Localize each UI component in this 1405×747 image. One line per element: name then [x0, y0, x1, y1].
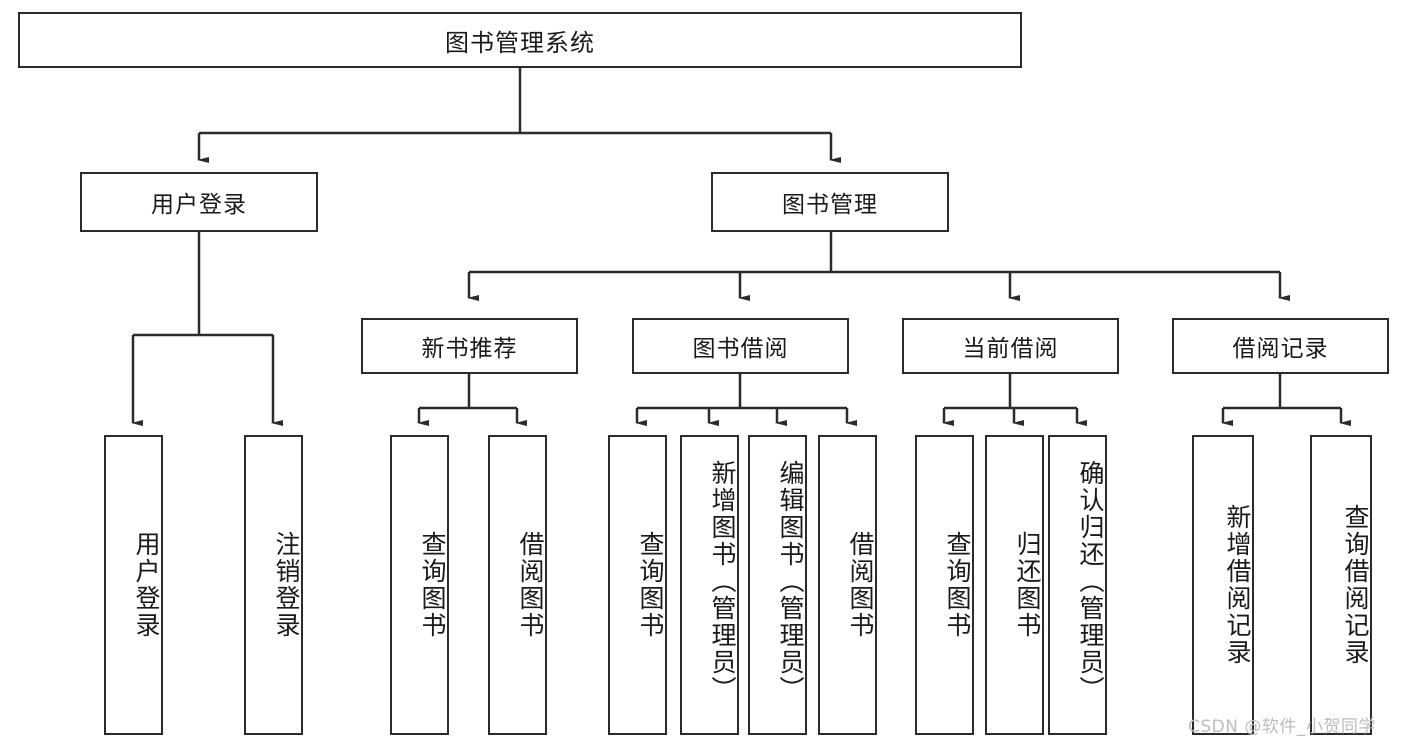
- node-new-book-recommend[interactable]: 新书推荐: [361, 318, 578, 374]
- node-leaf-confirm-return-admin[interactable]: 确认归还（管理员）: [1048, 435, 1107, 735]
- node-root-book-management-system[interactable]: 图书管理系统: [18, 12, 1022, 68]
- node-book-borrow[interactable]: 图书借阅: [632, 318, 849, 374]
- node-leaf-user-logout[interactable]: 注销登录: [244, 435, 303, 735]
- node-label: 图书借阅: [692, 336, 789, 362]
- node-label: 借阅记录: [1232, 336, 1329, 362]
- node-leaf-borrow-book-borrow[interactable]: 借阅图书: [818, 435, 877, 735]
- node-leaf-query-book-recommend[interactable]: 查询图书: [390, 435, 449, 735]
- node-leaf-query-book-current[interactable]: 查询图书: [915, 435, 974, 735]
- node-leaf-query-borrow-record[interactable]: 查询借阅记录: [1310, 435, 1372, 735]
- node-leaf-return-book[interactable]: 归还图书: [985, 435, 1044, 735]
- node-label: 用户登录: [151, 192, 247, 218]
- node-leaf-add-book-admin[interactable]: 新增图书（管理员）: [680, 435, 739, 735]
- node-user-login[interactable]: 用户登录: [80, 172, 318, 232]
- node-label: 图书管理系统: [445, 28, 595, 57]
- node-leaf-user-login[interactable]: 用户登录: [104, 435, 163, 735]
- node-current-borrow[interactable]: 当前借阅: [902, 318, 1119, 374]
- node-book-manage[interactable]: 图书管理: [711, 172, 949, 232]
- node-leaf-query-book-borrow[interactable]: 查询图书: [608, 435, 667, 735]
- node-label: 新书推荐: [421, 336, 518, 362]
- node-leaf-edit-book-admin[interactable]: 编辑图书（管理员）: [748, 435, 807, 735]
- node-leaf-borrow-book-recommend[interactable]: 借阅图书: [488, 435, 547, 735]
- node-label: 图书管理: [782, 192, 878, 218]
- csdn-watermark: CSDN @软件_小贺同学: [1188, 717, 1376, 737]
- node-label: 当前借阅: [962, 336, 1059, 362]
- node-borrow-record[interactable]: 借阅记录: [1172, 318, 1389, 374]
- node-leaf-add-borrow-record[interactable]: 新增借阅记录: [1192, 435, 1254, 735]
